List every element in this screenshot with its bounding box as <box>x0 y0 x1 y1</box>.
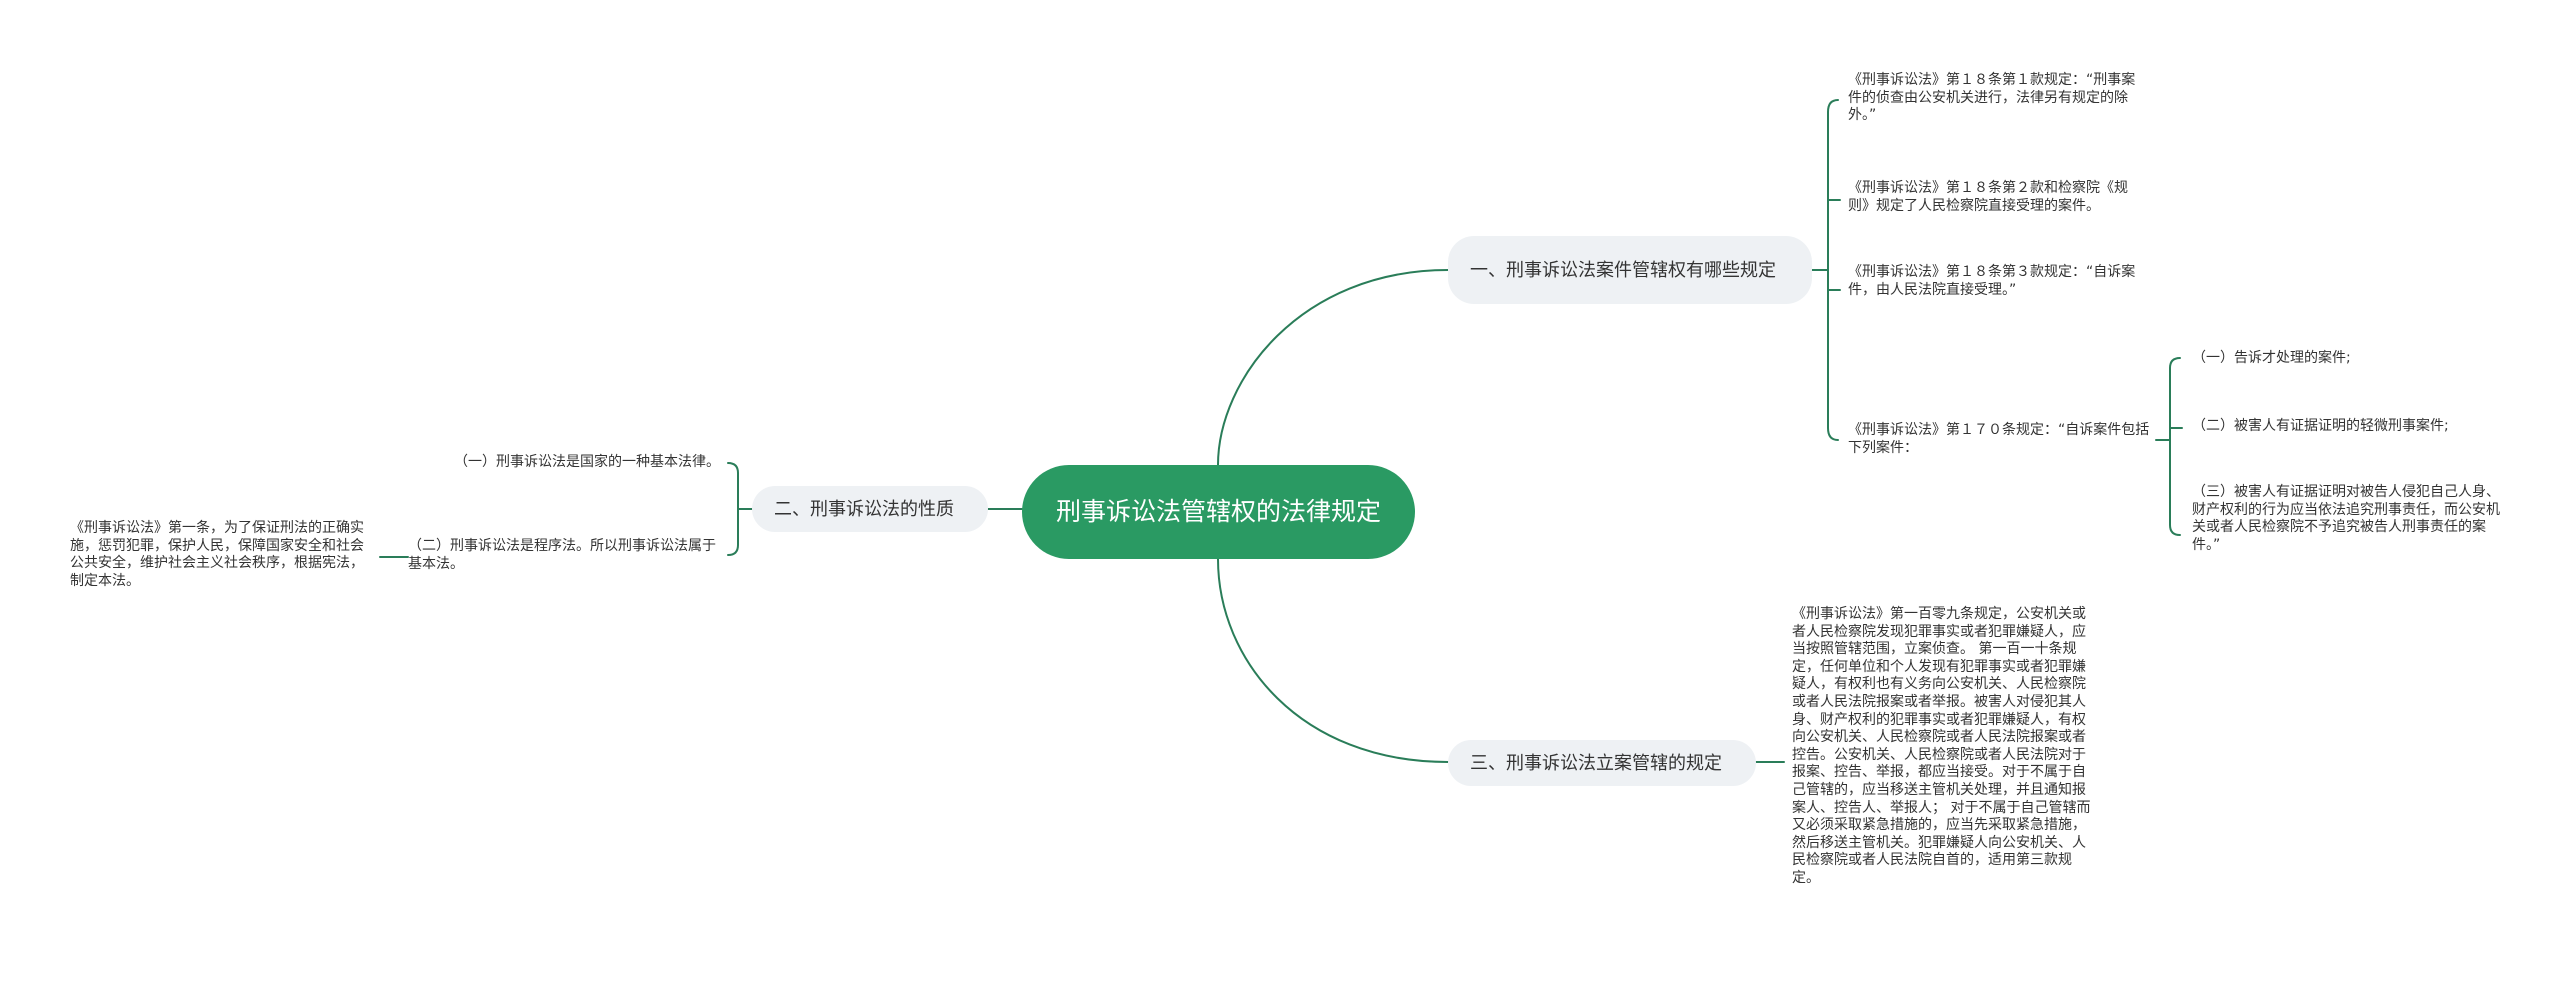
leaf-article18-clause1[interactable]: 《刑事诉讼法》第１８条第１款规定：“刑事案件的侦查由公安机关进行，法律另有规定的… <box>1848 72 2136 124</box>
leaf-basic-law[interactable]: （一）刑事诉讼法是国家的一种基本法律。 <box>454 454 720 470</box>
root-node[interactable]: 刑事诉讼法管辖权的法律规定 <box>1022 465 1415 559</box>
branch-nature[interactable]: 二、刑事诉讼法的性质 <box>752 486 988 532</box>
leaf-article170[interactable]: 《刑事诉讼法》第１７０条规定：“自诉案件包括下列案件： <box>1848 422 2150 456</box>
branch-filing-jurisdiction[interactable]: 三、刑事诉讼法立案管辖的规定 <box>1448 740 1756 786</box>
leaf-article1[interactable]: 《刑事诉讼法》第一条，为了保证刑法的正确实施，惩罚犯罪，保护人民，保障国家安全和… <box>70 520 364 589</box>
leaf-procedural-law[interactable]: （二）刑事诉讼法是程序法。所以刑事诉讼法属于基本法。 <box>408 538 716 572</box>
bracket-b1 <box>1811 99 1841 441</box>
leaf-article170-item1[interactable]: （一）告诉才处理的案件; <box>2192 350 2351 366</box>
leaf-article18-clause2[interactable]: 《刑事诉讼法》第１８条第２款和检察院《规则》规定了人民检察院直接受理的案件。 <box>1848 180 2128 214</box>
link-root-b3 <box>1217 558 1449 763</box>
leaf-article18-clause3[interactable]: 《刑事诉讼法》第１８条第３款规定：“自诉案件，由人民法院直接受理。” <box>1848 264 2136 298</box>
leaf-article170-item2[interactable]: （二）被害人有证据证明的轻微刑事案件; <box>2192 418 2449 434</box>
bracket-b2 <box>727 462 753 556</box>
bracket-c4 <box>2155 357 2183 536</box>
leaf-article109-110[interactable]: 《刑事诉讼法》第一百零九条规定，公安机关或者人民检察院发现犯罪事实或者犯罪嫌疑人… <box>1792 606 2091 886</box>
branch-case-jurisdiction[interactable]: 一、刑事诉讼法案件管辖权有哪些规定 <box>1448 236 1812 304</box>
link-root-b1 <box>1217 269 1449 466</box>
leaf-article170-item3[interactable]: （三）被害人有证据证明对被告人侵犯自己人身、财产权利的行为应当依法追究刑事责任，… <box>2192 484 2500 553</box>
